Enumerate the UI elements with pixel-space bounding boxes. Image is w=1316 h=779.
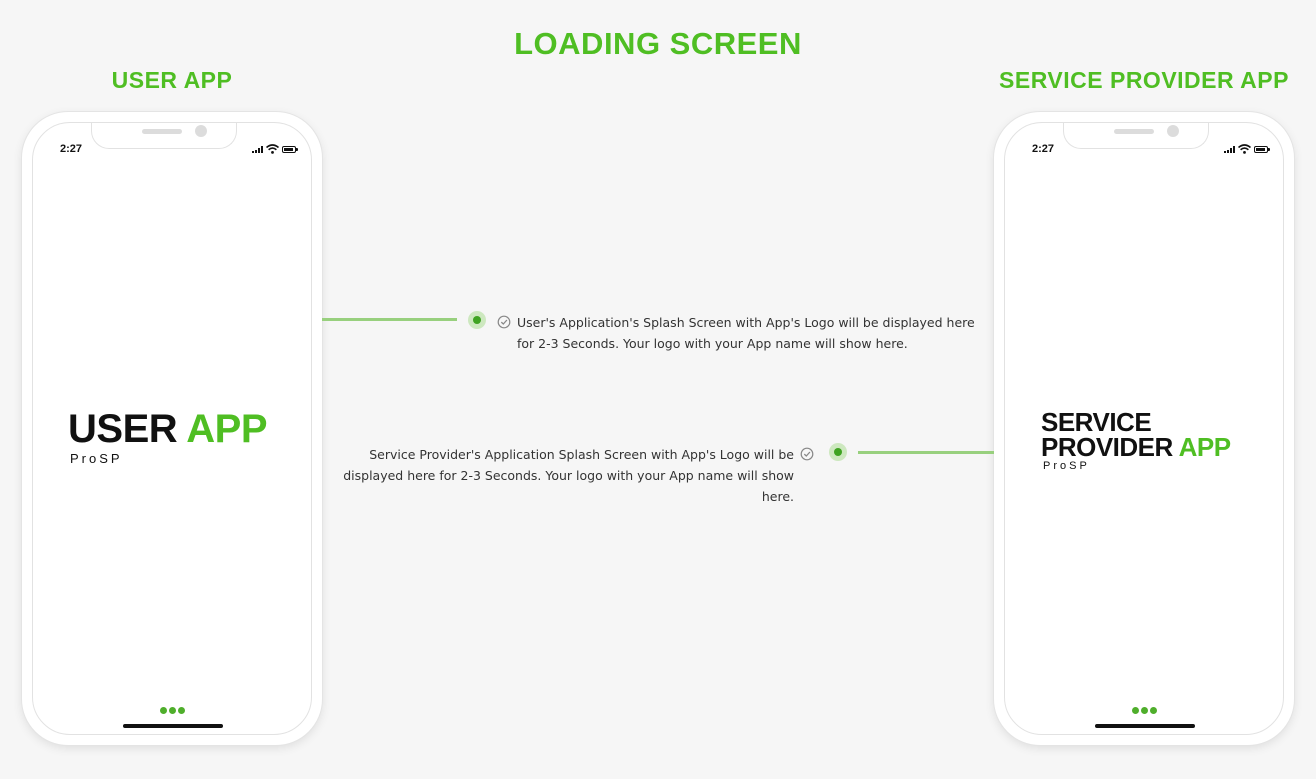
provider-app-logo: SERVICE PROVIDER APP ProSP [1041, 407, 1231, 473]
check-circle-icon [497, 315, 511, 329]
user-app-phone-mockup: 2:27 USER APP ProSP [22, 112, 322, 745]
logo-word-app: APP [1178, 431, 1231, 462]
logo-line-provider-app: PROVIDER APP [1041, 431, 1231, 462]
battery-icon [1254, 145, 1270, 153]
provider-app-screen: 2:27 SERVICE PROVIDER APP ProSP [1004, 122, 1284, 735]
status-time: 2:27 [1032, 143, 1055, 155]
user-app-screen: 2:27 USER APP ProSP [32, 122, 312, 735]
logo-word-app: APP [186, 407, 268, 451]
provider-annotation-connector [858, 451, 994, 454]
wifi-icon [1238, 144, 1251, 154]
wifi-icon [266, 144, 279, 154]
user-annotation-marker [468, 311, 486, 329]
logo-title: USER APP [68, 407, 268, 451]
status-icons [252, 143, 298, 155]
home-indicator [1095, 724, 1195, 728]
speaker-grille [142, 129, 182, 134]
home-indicator [123, 724, 223, 728]
page-title: LOADING SCREEN [514, 26, 802, 61]
provider-splash-description: Service Provider's Application Splash Sc… [343, 447, 794, 504]
logo-subtitle: ProSP [70, 451, 123, 466]
user-splash-description: User's Application's Splash Screen with … [517, 315, 975, 351]
loading-dots-icon [1005, 707, 1283, 714]
logo-line-service: SERVICE [1041, 407, 1152, 437]
logo-subtitle: ProSP [1043, 460, 1090, 473]
provider-app-phone-mockup: 2:27 SERVICE PROVIDER APP ProSP [994, 112, 1294, 745]
battery-icon [282, 145, 298, 153]
loading-dots-icon [33, 707, 311, 714]
user-app-logo: USER APP ProSP [68, 407, 268, 466]
signal-icon [1224, 145, 1235, 153]
status-time: 2:27 [60, 143, 83, 155]
provider-app-heading: SERVICE PROVIDER APP [999, 67, 1289, 93]
provider-annotation-marker [829, 443, 847, 461]
user-app-heading: USER APP [111, 67, 233, 93]
phone-notch [1063, 123, 1209, 149]
user-annotation-connector [322, 318, 457, 321]
speaker-grille [1114, 129, 1154, 134]
logo-word-user: USER [68, 407, 178, 451]
check-circle-icon [800, 447, 814, 461]
status-icons [1224, 143, 1270, 155]
front-camera [1167, 125, 1179, 137]
phone-notch [91, 123, 237, 149]
front-camera [195, 125, 207, 137]
logo-word-provider: PROVIDER [1041, 431, 1173, 462]
signal-icon [252, 145, 263, 153]
